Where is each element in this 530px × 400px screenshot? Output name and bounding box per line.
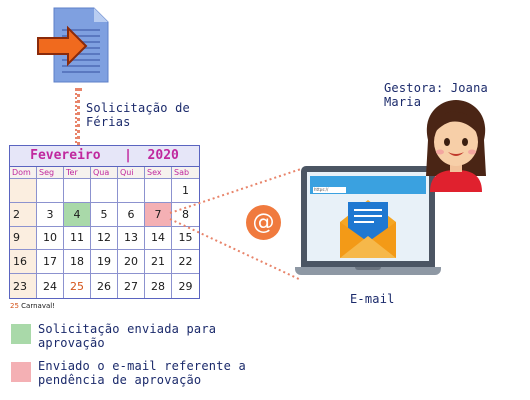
calendar-month: Fevereiro — [30, 148, 101, 163]
laptop-base — [295, 267, 441, 275]
weekday-header: Dom — [10, 167, 37, 179]
calendar-day-11: 11 — [64, 226, 91, 251]
calendar-day-22: 22 — [172, 250, 199, 275]
weekday-header: Qui — [118, 167, 145, 179]
legend-swatch-green — [11, 324, 31, 344]
at-symbol-icon: @ — [246, 205, 281, 240]
laptop-notch — [355, 267, 381, 270]
calendar-day-empty — [37, 179, 64, 203]
footnote-number: 25 — [10, 302, 19, 310]
calendar-day-21: 21 — [145, 250, 172, 275]
calendar-day-empty — [64, 179, 91, 203]
calendar-day-12: 12 — [91, 226, 118, 251]
calendar-day-17: 17 — [37, 250, 64, 275]
legend-item-sent: Solicitação enviada para aprovação — [38, 322, 217, 350]
calendar-day-7: 7 — [145, 202, 172, 227]
calendar-day-15: 15 — [172, 227, 199, 251]
browser-url: https:// — [313, 187, 346, 193]
calendar-day-2: 2 — [10, 202, 37, 227]
weekday-header: Qua — [91, 167, 118, 179]
calendar-day-empty — [91, 179, 118, 203]
calendar-day-5: 5 — [91, 202, 118, 227]
avatar-woman-icon — [426, 100, 486, 192]
calendar-day-6: 6 — [118, 202, 145, 227]
footnote-text: Carnaval! — [21, 302, 55, 310]
calendar-day-9: 9 — [10, 226, 37, 251]
envelope-icon — [340, 200, 396, 258]
email-label: E-mail — [350, 292, 395, 306]
weekday-header: Sab — [172, 167, 199, 179]
calendar-day-empty — [118, 179, 145, 203]
manager-label: Gestora: Joana Maria — [384, 81, 488, 109]
legend-swatch-pink — [11, 362, 31, 382]
calendar-day-13: 13 — [118, 226, 145, 251]
legend-item-pending: Enviado o e-mail referente a pendência d… — [38, 359, 246, 387]
calendar-day-26: 26 — [91, 274, 118, 298]
calendar-day-empty — [10, 179, 37, 203]
calendar-day-4: 4 — [64, 202, 91, 227]
calendar-day-empty — [145, 179, 172, 203]
calendar-day-19: 19 — [91, 250, 118, 275]
calendar-separator: | — [124, 148, 132, 163]
weekday-header: Sex — [145, 167, 172, 179]
calendar-day-23: 23 — [10, 274, 37, 298]
calendar-day-16: 16 — [10, 250, 37, 275]
request-label: Solicitação de Férias — [86, 101, 190, 129]
weekday-header: Ter — [64, 167, 91, 179]
calendar-footnote: 25 Carnaval! — [10, 302, 55, 310]
calendar-day-3: 3 — [37, 202, 64, 227]
document-arrow-icon — [37, 7, 109, 83]
calendar-day-24: 24 — [37, 274, 64, 298]
calendar-year: 2020 — [147, 148, 179, 163]
calendar-header: Fevereiro | 2020 — [9, 145, 200, 167]
calendar-day-1: 1 — [172, 179, 199, 203]
weekday-header: Seg — [37, 167, 64, 179]
calendar-day-8: 8 — [172, 203, 199, 227]
calendar-day-27: 27 — [118, 274, 145, 298]
calendar-day-28: 28 — [145, 274, 172, 298]
calendar-day-10: 10 — [37, 226, 64, 251]
calendar-day-20: 20 — [118, 250, 145, 275]
calendar-day-14: 14 — [145, 226, 172, 251]
calendar-day-29: 29 — [178, 279, 193, 293]
calendar-day-25: 25 — [64, 274, 91, 298]
calendar-day-18: 18 — [64, 250, 91, 275]
